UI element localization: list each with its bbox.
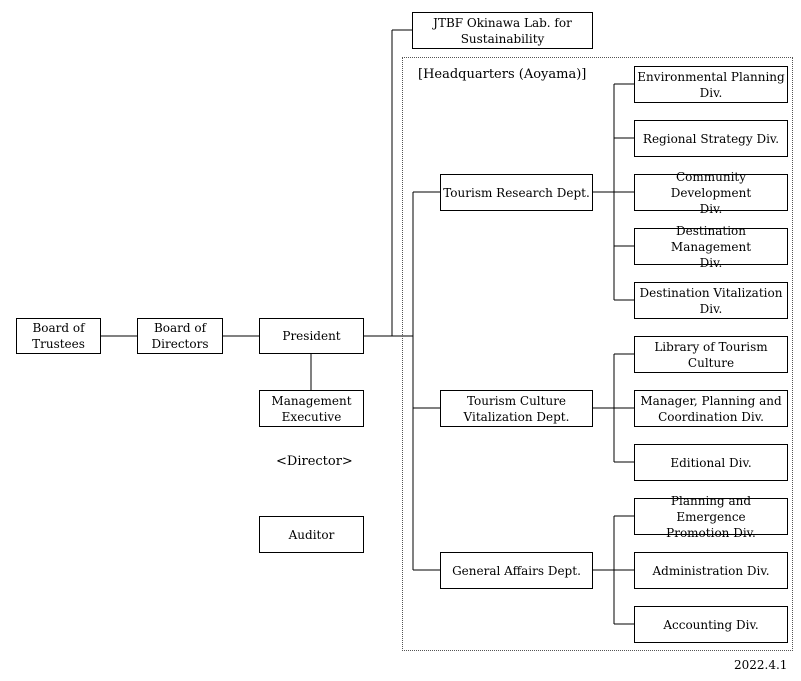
okinawa-lab-box: JTBF Okinawa Lab. for Sustainability [412,12,593,49]
div-regional-strategy: Regional Strategy Div. [634,120,788,157]
auditor-box: Auditor [259,516,364,553]
div-library-of-tourism-culture: Library of Tourism Culture [634,336,788,373]
div-manager-planning-coordination: Manager, Planning and Coordination Div. [634,390,788,427]
headquarters-frame [402,57,793,651]
div-planning-emergence-promotion: Planning and Emergence Promotion Div. [634,494,788,540]
div-destination-vitalization: Destination Vitalization Div. [634,282,788,319]
dept-general-affairs: General Affairs Dept. [440,552,593,589]
div-destination-management: Destination Management Div. [634,224,788,270]
div-environmental-planning: Environmental Planning Div. [634,66,788,103]
headquarters-label: [Headquarters (Aoyama)] [418,67,587,82]
div-community-development: Community Development Div. [634,170,788,216]
board-of-trustees-box: Board of Trustees [16,318,101,354]
div-accounting: Accounting Div. [634,606,788,643]
div-editional: Editional Div. [634,444,788,481]
dept-tourism-research: Tourism Research Dept. [440,174,593,211]
director-label: <Director> [276,454,353,469]
management-executive-box: Management Executive [259,390,364,427]
div-administration: Administration Div. [634,552,788,589]
date-label: 2022.4.1 [734,658,788,672]
president-box: President [259,318,364,354]
board-of-directors-box: Board of Directors [137,318,223,354]
dept-tourism-culture-vitalization: Tourism Culture Vitalization Dept. [440,390,593,427]
